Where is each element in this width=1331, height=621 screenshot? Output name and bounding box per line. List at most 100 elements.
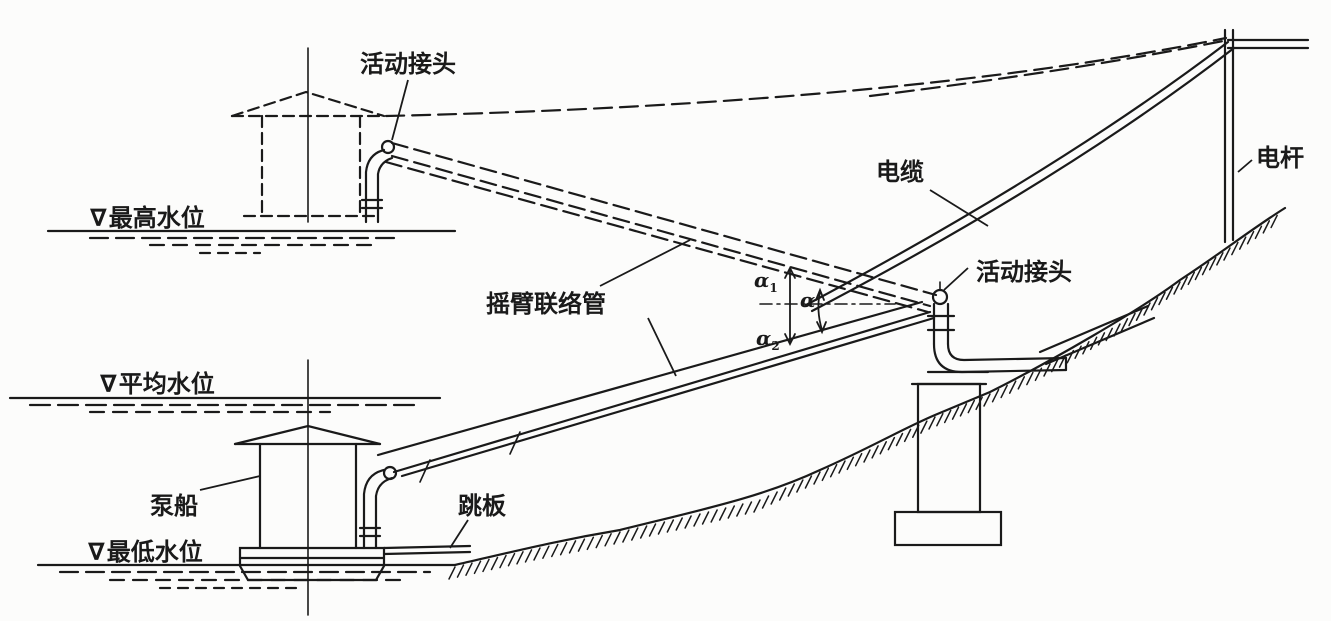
hatch-stroke: [1082, 341, 1090, 355]
power-cable-dashed: [384, 36, 1230, 118]
label-gangplank: 跳板: [458, 492, 506, 520]
hatch-stroke: [1097, 332, 1106, 346]
hatch-stroke: [983, 393, 991, 407]
hatch-stroke: [456, 564, 465, 578]
hatch-stroke: [846, 456, 855, 471]
swing-pipe-high-dashed: [384, 141, 938, 314]
hatch-stroke: [1238, 236, 1247, 250]
hatch-stroke: [657, 521, 666, 535]
hatch-stroke: [499, 554, 507, 569]
hatch-stroke: [1187, 271, 1196, 286]
hatch-stroke: [568, 540, 577, 554]
hatch-stroke: [1105, 327, 1113, 342]
hatch-stroke: [586, 536, 595, 551]
pipe-elbow-low: [358, 465, 398, 550]
hatch-stroke: [1074, 345, 1082, 359]
hatch-stroke: [912, 424, 920, 438]
hatch-stroke: [622, 529, 630, 543]
angle-alpha2: α2: [756, 326, 780, 353]
hatch-stroke: [736, 503, 744, 517]
hatch-stroke: [903, 428, 912, 443]
hatch-stroke: [1043, 363, 1051, 377]
hatch-stroke: [613, 531, 621, 545]
label-highest-water: ∇最高水位: [90, 204, 205, 232]
hatch-stroke: [577, 538, 586, 552]
hatch-stroke: [761, 495, 770, 509]
hatch-stroke: [1008, 380, 1017, 394]
hatch-stroke: [666, 519, 675, 533]
label-cable: 电缆: [876, 158, 924, 186]
hatch-stroke: [516, 551, 524, 565]
hatch-stroke: [693, 513, 701, 527]
hatch-stroke: [1026, 371, 1034, 386]
hatch-stroke: [1158, 291, 1166, 306]
label-pump-boat: 泵船: [150, 492, 198, 520]
bank-hatching: [448, 214, 1278, 580]
label-leaders: [199, 79, 1253, 549]
label-pole: 电杆: [1256, 144, 1304, 172]
hatch-stroke: [821, 467, 830, 482]
hatch-stroke: [1017, 376, 1026, 390]
hatch-stroke: [804, 475, 813, 489]
hatch-stroke: [1113, 323, 1121, 337]
hatch-stroke: [744, 501, 753, 515]
angle-alpha1: α1: [754, 268, 778, 295]
hatch-stroke: [727, 505, 736, 519]
hatch-stroke: [813, 471, 821, 485]
hatch-stroke: [871, 445, 879, 459]
hatch-stroke: [1246, 230, 1255, 245]
hatch-stroke: [684, 515, 692, 529]
hatch-stroke: [854, 452, 863, 467]
hatch-stroke: [1000, 384, 1008, 399]
label-movable-joint-right: 活动接头: [976, 258, 1072, 286]
hatch-stroke: [465, 562, 473, 576]
hatch-stroke: [1120, 318, 1129, 332]
hatch-stroke: [595, 534, 603, 549]
hatch-stroke: [959, 403, 968, 417]
pump-boat: [233, 424, 386, 582]
hatch-stroke: [648, 523, 657, 537]
hatch-stroke: [533, 547, 541, 561]
hatch-stroke: [1201, 261, 1210, 276]
swing-pipe-low: [376, 300, 936, 483]
hatch-stroke: [887, 436, 896, 451]
label-lowest-water: ∇最低水位: [88, 538, 203, 566]
hatch-stroke: [542, 545, 550, 559]
hatch-stroke: [1051, 358, 1059, 373]
hatch-stroke: [967, 399, 976, 414]
river-bank: [382, 206, 1287, 567]
hatch-stroke: [675, 517, 683, 531]
hatch-stroke: [787, 483, 796, 497]
hatch-stroke: [1135, 307, 1144, 321]
label-movable-joint-top: 活动接头: [360, 50, 456, 78]
hatch-stroke: [604, 533, 612, 547]
power-cable: [804, 40, 1236, 313]
water-level-icon: ∇: [100, 370, 117, 398]
pump-boat-high-dashed: [230, 90, 386, 218]
hatch-stroke: [524, 549, 533, 563]
hatch-stroke: [975, 396, 983, 411]
hatch-stroke: [1173, 281, 1181, 295]
water-level-icon: ∇: [90, 204, 107, 232]
hatch-stroke: [936, 412, 944, 427]
hatch-stroke: [1231, 241, 1239, 256]
hatch-stroke: [879, 441, 887, 455]
hatch-stroke: [1143, 302, 1151, 316]
hatch-stroke: [631, 527, 639, 541]
hatch-stroke: [951, 406, 960, 420]
hatch-stroke: [863, 449, 871, 463]
hatch-stroke: [991, 388, 1000, 403]
hatch-stroke: [778, 487, 787, 501]
pivot-joint: [926, 281, 1068, 374]
hatch-stroke: [1270, 214, 1278, 229]
water-level-icon: ∇: [88, 538, 105, 566]
hatch-stroke: [551, 543, 559, 558]
hatch-stroke: [1128, 312, 1136, 327]
label-swing-pipe: 摇臂联络管: [486, 290, 606, 318]
hatch-stroke: [482, 558, 490, 573]
water-average: [8, 396, 442, 414]
hatch-stroke: [770, 491, 778, 505]
hatch-stroke: [1208, 256, 1217, 271]
utility-pole: [1223, 28, 1235, 244]
